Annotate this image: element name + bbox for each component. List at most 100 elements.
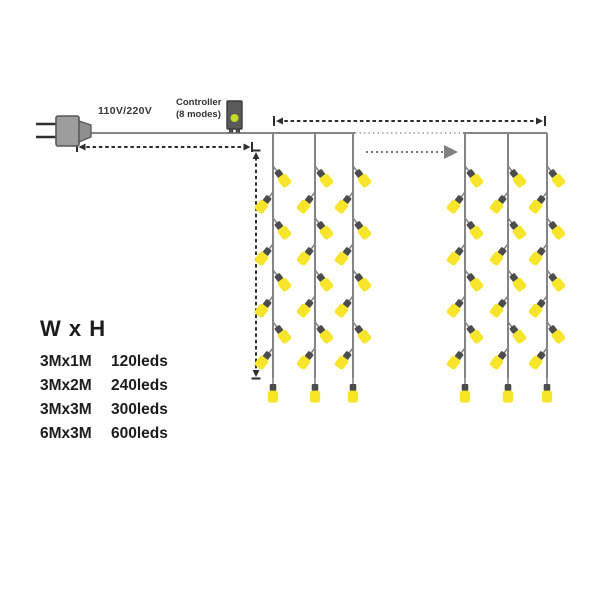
bulb-stub: [268, 347, 274, 354]
led-bulb: [528, 295, 548, 318]
bulb-glass: [277, 329, 292, 344]
bulb-glass: [502, 390, 514, 403]
bulb-stub: [503, 347, 509, 354]
led-bulb: [546, 165, 566, 188]
height-measure-arrowhead-up: [252, 152, 260, 159]
bulb-glass: [319, 277, 334, 292]
bulb-stub: [310, 191, 316, 198]
bulb-glass: [446, 199, 461, 214]
led-bulb: [334, 191, 354, 214]
bulb-glass: [469, 173, 484, 188]
bulb-cap: [304, 195, 314, 204]
bulb-cap: [548, 273, 558, 282]
bulb-cap: [509, 273, 519, 282]
bulb-cap: [454, 247, 464, 256]
bulb-glass: [528, 303, 543, 318]
bulb-glass: [254, 303, 269, 318]
bulb-stub: [503, 243, 509, 250]
led-bulb: [334, 347, 354, 370]
bulb-glass: [512, 225, 527, 240]
bulb-glass: [334, 199, 349, 214]
bulb-glass: [446, 355, 461, 370]
bulb-stub: [348, 295, 354, 302]
bulb-cap: [262, 299, 272, 308]
bulb-stub: [464, 321, 470, 328]
bulb-cap: [354, 273, 364, 282]
bulb-stub: [348, 243, 354, 250]
bulb-glass: [254, 251, 269, 266]
bulb-stub: [507, 269, 513, 276]
bulb-cap: [548, 169, 558, 178]
led-bulb: [254, 243, 274, 266]
led-bulb: [296, 347, 316, 370]
bulb-stub: [460, 295, 466, 302]
bulb-cap: [454, 299, 464, 308]
bulb-stub: [542, 347, 548, 354]
bulb-glass: [357, 329, 372, 344]
bulb-glass: [446, 251, 461, 266]
bulb-cap: [466, 325, 476, 334]
bulb-glass: [512, 329, 527, 344]
led-bulb: [546, 269, 566, 292]
bulb-stub: [352, 321, 358, 328]
voltage-label: 110V/220V: [98, 105, 153, 117]
bulb-cap: [316, 273, 326, 282]
bulb-stub: [503, 295, 509, 302]
bulb-stub: [507, 217, 513, 224]
bulb-cap: [536, 195, 546, 204]
bottom-led-bulb: [309, 378, 321, 403]
bulb-stub: [460, 191, 466, 198]
led-bulb: [507, 269, 527, 292]
bulb-cap: [262, 247, 272, 256]
bulb-glass: [347, 390, 359, 403]
bulb-cap: [316, 221, 326, 230]
controller-led-indicator: [230, 114, 239, 122]
bulb-glass: [357, 277, 372, 292]
bulb-glass: [512, 277, 527, 292]
led-bulb: [489, 347, 509, 370]
bulb-glass: [357, 173, 372, 188]
bulb-stub: [314, 269, 320, 276]
spec-leds: 600leds: [111, 425, 168, 442]
bulb-cap: [509, 325, 519, 334]
led-bulb: [464, 165, 484, 188]
bulb-cap: [536, 247, 546, 256]
bulb-stub: [314, 217, 320, 224]
bulb-glass: [334, 303, 349, 318]
led-bulb: [272, 217, 292, 240]
bulb-stub: [507, 165, 513, 172]
bulb-stub: [310, 295, 316, 302]
bottom-led-bulb: [502, 378, 514, 403]
width-measure-arrowhead-left: [276, 117, 283, 125]
bulb-glass: [254, 199, 269, 214]
bulb-glass: [357, 225, 372, 240]
width-measure-arrowhead-right: [536, 117, 543, 125]
bulb-cap: [509, 169, 519, 178]
led-bulb: [254, 347, 274, 370]
bulb-stub: [542, 243, 548, 250]
bulb-glass: [446, 303, 461, 318]
bulb-cap: [536, 351, 546, 360]
bulb-cap: [262, 351, 272, 360]
bulb-stub: [352, 165, 358, 172]
bulb-cap: [354, 169, 364, 178]
bulb-cap: [497, 351, 507, 360]
bulb-cap: [274, 273, 284, 282]
bulb-cap: [354, 325, 364, 334]
bulb-stub: [272, 217, 278, 224]
led-bulb: [489, 243, 509, 266]
led-bulb: [296, 295, 316, 318]
bulb-stub: [268, 243, 274, 250]
bulb-glass: [528, 251, 543, 266]
bulb-cap: [349, 384, 357, 391]
bulb-cap: [548, 221, 558, 230]
led-bulb: [314, 269, 334, 292]
spec-size: 3Mx2M: [40, 377, 92, 394]
bulb-stub: [507, 321, 513, 328]
bulb-cap: [466, 273, 476, 282]
bulb-glass: [334, 251, 349, 266]
bulb-cap: [274, 169, 284, 178]
specs-heading: W x H: [40, 316, 107, 341]
bulb-stub: [460, 243, 466, 250]
